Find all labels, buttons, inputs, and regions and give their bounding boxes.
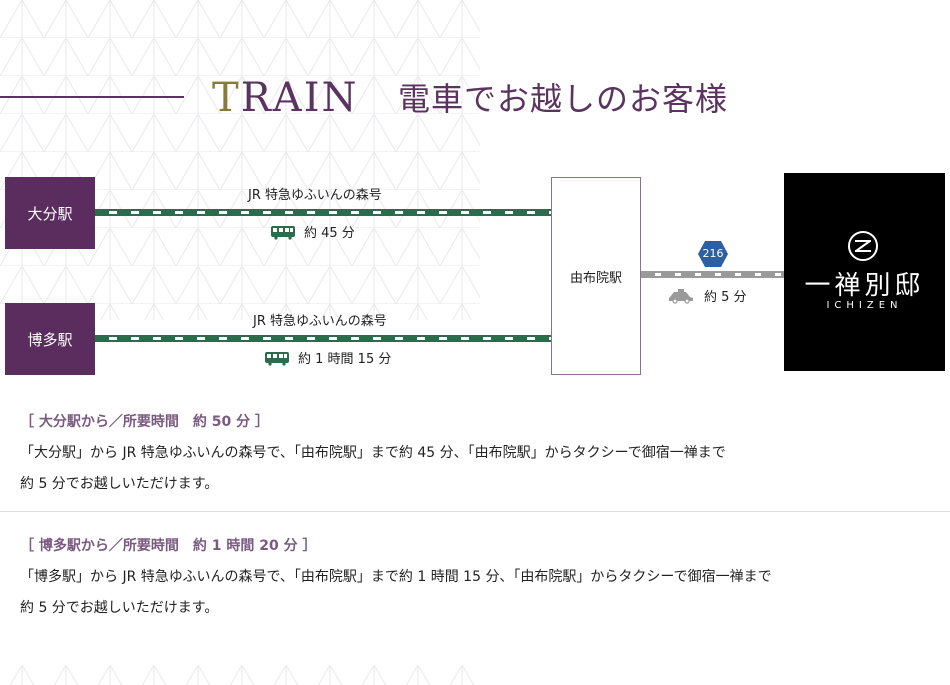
road-line: [641, 271, 784, 278]
background-pattern: [0, 0, 480, 320]
taxi-time: 約 5 分: [668, 286, 747, 305]
station-hakata: 博多駅: [5, 303, 95, 375]
hotel-name-ja: 一禅別邸: [804, 271, 925, 301]
route-text-hakata-1: 「博多駅」から JR 特急ゆふいんの森号で、「由布院駅」まで約 1 時間 15 …: [20, 569, 772, 585]
train-icon: [271, 225, 295, 240]
train-name-oita: JR 特急ゆふいんの森号: [248, 188, 382, 203]
train-icon: [265, 351, 289, 366]
hotel-emblem-icon: [848, 231, 878, 261]
station-oita: 大分駅: [5, 177, 95, 249]
time-oita-text: 約 45 分: [304, 226, 355, 241]
route-heading-oita: ［ 大分駅から／所要時間 約 50 分 ］: [20, 414, 269, 430]
train-name-hakata: JR 特急ゆふいんの森号: [253, 314, 387, 329]
time-hakata-text: 約 1 時間 15 分: [298, 352, 392, 367]
route-shield-icon: [698, 241, 728, 267]
rail-track-hakata: [95, 335, 551, 342]
title-en-rest: RAIN: [240, 75, 359, 121]
travel-time-oita: 約 45 分: [270, 222, 355, 241]
route-number: 216: [702, 247, 724, 260]
title-en: TRAIN: [212, 74, 359, 122]
route-text-oita-1: 「大分駅」から JR 特急ゆふいんの森号で、「由布院駅」まで約 45 分、「由布…: [20, 445, 726, 461]
taxi-time-text: 約 5 分: [704, 290, 747, 305]
route-text-oita-2: 約 5 分でお越しいただけます。: [20, 476, 219, 492]
hotel-name-en: ICHIZEN: [826, 300, 903, 311]
route-text-hakata-2: 約 5 分でお越しいただけます。: [20, 600, 219, 616]
taxi-icon: [669, 288, 693, 304]
route-heading-hakata: ［ 博多駅から／所要時間 約 1 時間 20 分 ］: [20, 538, 317, 554]
background-pattern-bottom: [0, 665, 480, 685]
hotel-logo-box: 一禅別邸 ICHIZEN: [784, 173, 945, 371]
page-title: 電車でお越しのお客様: [398, 80, 729, 118]
title-rule: [0, 96, 184, 98]
rail-track-oita: [95, 209, 551, 216]
station-yufuin: 由布院駅: [551, 177, 641, 375]
title-en-initial: T: [212, 75, 241, 121]
travel-time-hakata: 約 1 時間 15 分: [264, 348, 391, 367]
section-divider: [0, 511, 950, 512]
